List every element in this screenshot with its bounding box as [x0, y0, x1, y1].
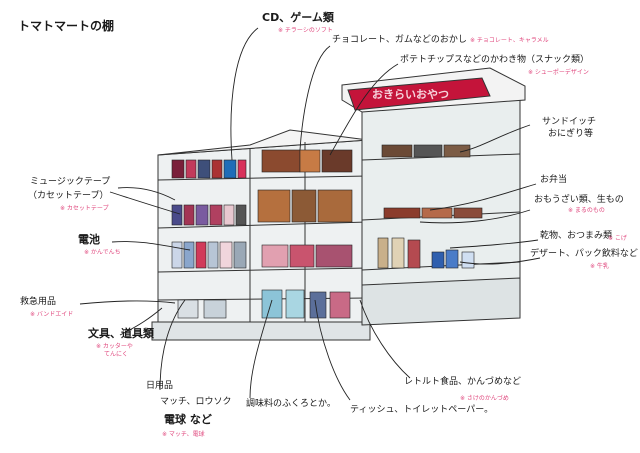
label-onigiri: おにぎり等 — [548, 130, 593, 139]
label-cassette: （カセットテープ） — [28, 192, 108, 201]
note-chocolate: ※ チョコレート、キャラメル — [470, 38, 549, 44]
label-chocolate: チョコレート、ガムなどのおかし — [332, 36, 467, 45]
label-music-tape: ミュージックテープ — [30, 178, 110, 187]
label-tissue: ティッシュ、トイレットペーパー。 — [350, 406, 493, 415]
right-fridge-unit — [342, 68, 525, 325]
label-stationery: 文具、道具類 — [88, 328, 154, 339]
label-sandwich: サンドイッチ — [542, 118, 596, 127]
label-potato-chips: ポテトチップスなどのかわき物（スナック類） — [400, 56, 589, 65]
note-stationery-2: てんにく — [104, 352, 128, 358]
page-title: トマトマートの棚 — [18, 20, 114, 32]
note-daily-goods: ※ マッチ、電球 — [162, 432, 205, 438]
label-daily-goods: 日用品 — [146, 382, 173, 391]
label-lightbulb: 電球 など — [164, 414, 212, 425]
label-matches: マッチ、ロウソク — [160, 398, 231, 407]
label-seasoning: 調味料のふくろとか。 — [246, 400, 336, 409]
label-cd-games: CD、ゲーム類 — [262, 12, 334, 23]
note-retort: ※ さけのかんづめ — [460, 396, 509, 402]
note-desserts: ※ 牛乳 — [590, 264, 609, 270]
note-dried-goods: ※ こげ — [608, 236, 627, 242]
note-potato-chips: ※ シューポーデザイン — [528, 70, 589, 76]
label-side-dishes: おもうざい類、生もの — [534, 196, 624, 205]
label-bento: お弁当 — [540, 176, 567, 185]
note-side-dishes: ※ まるのもの — [568, 208, 605, 214]
label-battery: 電池 — [78, 234, 100, 245]
label-dried-goods: 乾物、おつまみ類 — [540, 232, 612, 241]
label-first-aid: 救急用品 — [20, 298, 56, 307]
label-retort: レトルト食品、かんづめなど — [404, 378, 521, 387]
note-music-tape: ※ カセットテープ — [60, 206, 109, 212]
note-battery: ※ かんでんち — [84, 250, 121, 256]
note-stationery: ※ カッターや — [96, 344, 133, 350]
note-first-aid: ※ バンドエイド — [30, 312, 73, 318]
sign-text: おきらいおやつ — [372, 86, 449, 102]
note-cd-games: ※ チラーシのソフト — [278, 28, 333, 34]
label-desserts: デザート、パック飲料など — [530, 250, 638, 259]
